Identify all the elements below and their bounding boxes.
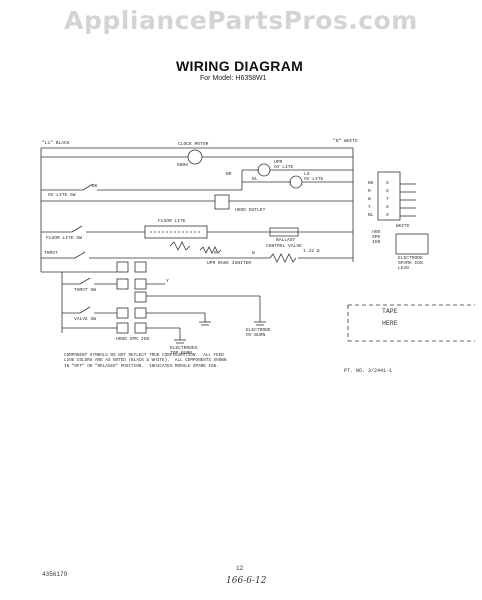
watermark: AppliancePartsPros.com bbox=[64, 6, 418, 35]
fluor-lite-sw-label: FLUOR LITE SW bbox=[46, 236, 82, 241]
conn-wire: R bbox=[368, 189, 371, 194]
l1-label: "L1" BLACK bbox=[42, 141, 70, 146]
electrode-spark-ign-label: ELECTRODE SPARK IGN LEAD bbox=[398, 256, 423, 271]
wire-w-label: W bbox=[252, 251, 255, 256]
conn-pin: 6 bbox=[386, 189, 389, 194]
page-number: 12 bbox=[236, 565, 244, 572]
upr-ov-lite-label: UPR OV LITE bbox=[274, 160, 294, 170]
wire-bl-label: BL bbox=[252, 177, 258, 182]
n-label: "N" WHITE bbox=[333, 139, 358, 144]
model-line: For Model: H6358W1 bbox=[200, 75, 267, 82]
electrode-ov-burn-label: ELECTRODE OV BURN bbox=[246, 328, 271, 338]
lo-ov-lite-label: LO OV LITE bbox=[304, 172, 324, 182]
page-title: WIRING DIAGRAM bbox=[176, 58, 304, 74]
doc-number: 4356179 bbox=[42, 571, 68, 578]
hood-outlet-label: HOOD OUTLET bbox=[235, 208, 266, 213]
valve-sw-label: VALVE SW bbox=[74, 317, 97, 322]
conn-wire: BL bbox=[368, 213, 374, 218]
wire-br-label: BR bbox=[226, 172, 232, 177]
thmst-label: THMST bbox=[44, 251, 58, 256]
conn-pin: 9 bbox=[386, 213, 389, 218]
conn-pin: 8 bbox=[386, 205, 389, 210]
control-valve-label: CONTROL VALVE bbox=[266, 244, 302, 249]
thmst-sw-label: THMST SW bbox=[74, 288, 97, 293]
tape-here-box: TAPE HERE bbox=[352, 300, 476, 340]
conn-wire: W bbox=[368, 197, 371, 202]
tape-label: TAPE bbox=[382, 308, 398, 315]
diagram-note: COMPONENT SYMBOLS DO NOT REFLECT TRUE CO… bbox=[64, 353, 227, 369]
here-label: HERE bbox=[382, 320, 398, 327]
part-number: PT. NO. 3/2441-1 bbox=[344, 368, 393, 374]
hood-spk-ign-label: HOOD SPK IGN bbox=[116, 337, 150, 342]
ballast-label: BALLAST bbox=[276, 238, 296, 243]
clock-code-label: KB08 bbox=[177, 163, 189, 168]
resist-label: 1.22 Ω bbox=[303, 249, 320, 254]
white-label: WHITE bbox=[396, 224, 410, 229]
wire-r-label: R bbox=[214, 251, 217, 256]
wire-y-label: Y bbox=[166, 279, 169, 284]
electrodes-top-burn-label: ELECTRODES TOP BURN bbox=[170, 346, 198, 356]
conn-wire: BK bbox=[368, 181, 374, 186]
hood-spk-ign-side-label: HOO SPK IGN bbox=[372, 230, 381, 245]
conn-wire: Y bbox=[368, 205, 371, 210]
upr-bake-igniter-label: UPR BAKE IGNITER bbox=[207, 261, 252, 266]
conn-pin: 7 bbox=[386, 197, 389, 202]
handwritten-note: 166-6-12 bbox=[226, 576, 267, 586]
clock-motor-label: CLOCK MOTOR bbox=[178, 142, 209, 147]
fluor-lite-label: FLUOR LITE bbox=[158, 219, 186, 224]
conn-pin: 5 bbox=[386, 181, 389, 186]
ov-lite-sw-label: OV LITE SW bbox=[48, 193, 76, 198]
wire-bk-label: BK bbox=[92, 184, 98, 189]
